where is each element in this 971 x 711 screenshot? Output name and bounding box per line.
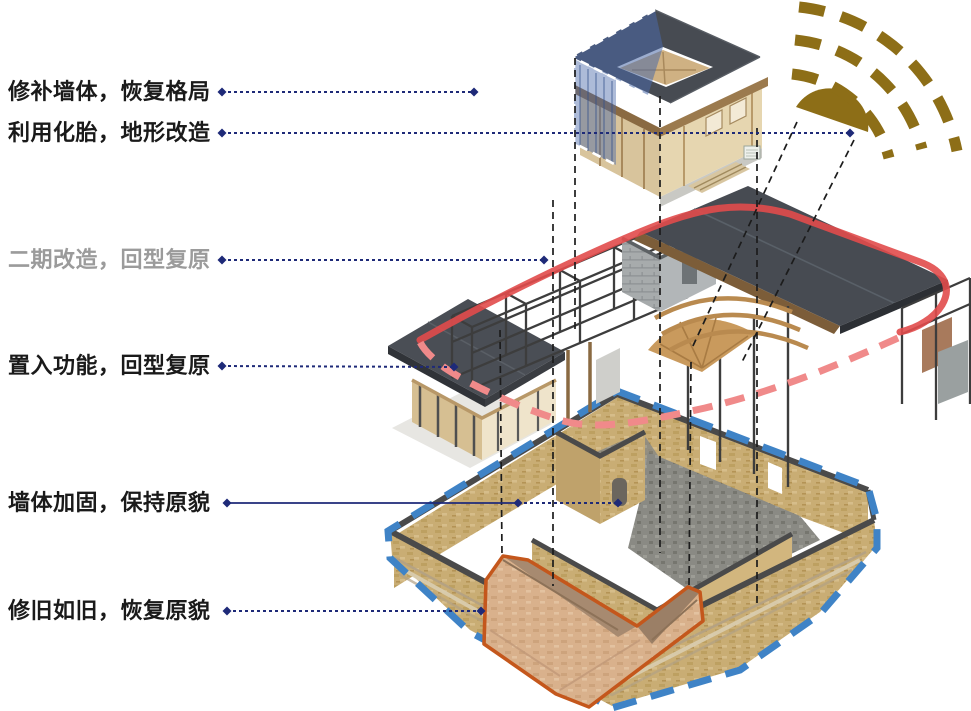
timber-arcs — [648, 296, 809, 372]
blue-dashed-outline — [384, 387, 881, 711]
terrain-semicircle — [796, 88, 869, 132]
restored-orange-section — [482, 554, 705, 709]
terrain-arcs — [791, 1, 963, 160]
corridor-level — [388, 186, 971, 487]
label-restore-as-old: 修旧如旧，恢复原貌 — [8, 598, 211, 623]
orange-outline — [482, 554, 705, 709]
restored-walls — [484, 556, 703, 707]
enclosure-ne-wall — [617, 396, 868, 542]
restored-wall-top-right — [637, 587, 700, 644]
label-repair-walls: 修补墙体，恢复格局 — [8, 79, 211, 104]
label-reinforce-walls: 墙体加固，保持原貌 — [8, 490, 211, 515]
terrain-symbol — [791, 1, 963, 160]
restored-wall-top-left — [503, 556, 637, 637]
label-insert-function: 置入功能，回型复原 — [8, 353, 211, 378]
white-dashed-outline — [569, 8, 656, 167]
label-use-terrain: 利用化胎，地形改造 — [8, 120, 211, 145]
gatehouse-top — [569, 8, 768, 207]
label-phase2-restore: 二期改造，回型复原 — [8, 247, 211, 272]
red-ring-solid — [416, 203, 950, 344]
projection-lines — [499, 58, 855, 606]
leader-line-4 — [217, 361, 459, 372]
leader-lines — [217, 87, 855, 616]
